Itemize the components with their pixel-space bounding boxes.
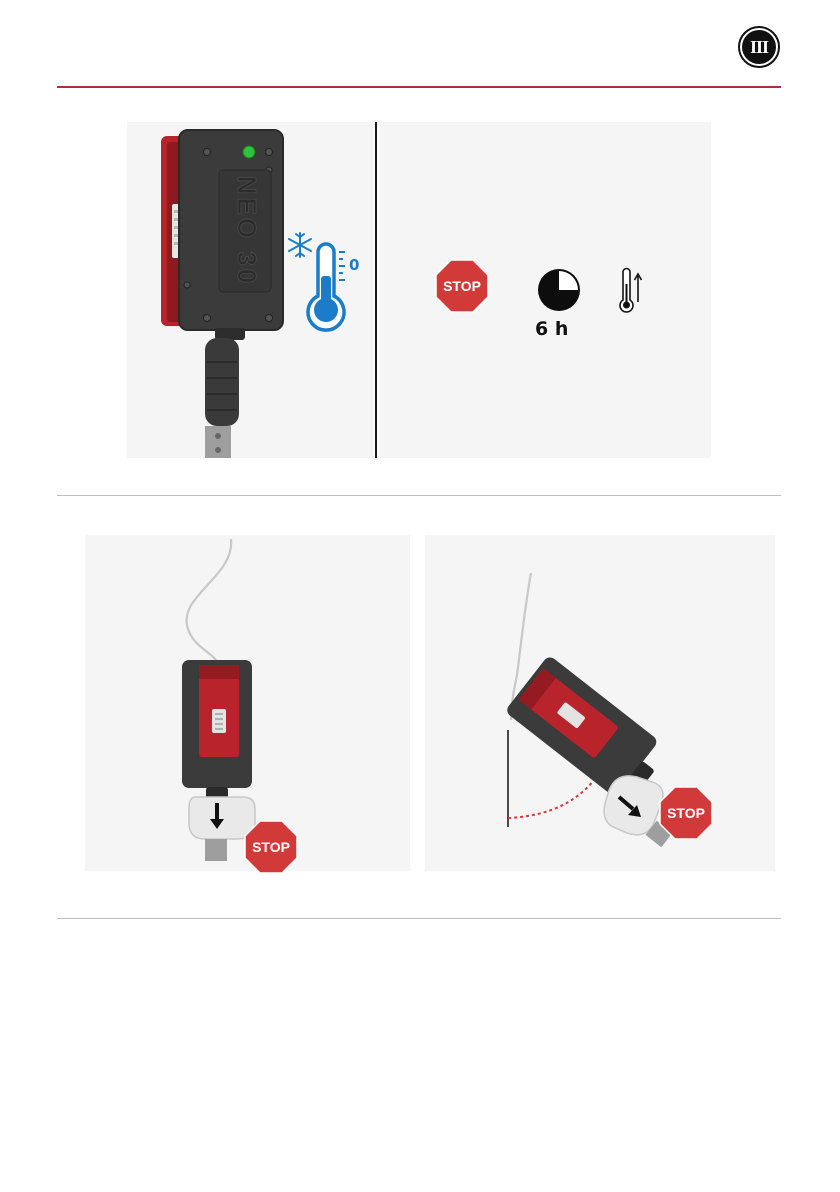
rest-instruction-panel: STOP 6 h: [380, 122, 711, 458]
snowflake-icon: [289, 233, 311, 257]
vertical-pull-panel: STOP: [85, 535, 410, 871]
clock-quarter-icon: [535, 266, 583, 314]
snowflake-thermometer-icon: 0: [285, 228, 363, 332]
stop-sign-icon: STOP: [244, 820, 298, 874]
section-divider-2: [57, 918, 781, 919]
section-number: III: [742, 30, 776, 64]
device-shaft: [205, 839, 227, 861]
device-cold-panel: NEO 30 0: [127, 122, 373, 458]
header-divider: [57, 86, 781, 88]
device-model-label: NEO 30: [232, 176, 262, 287]
temperature-zero-label: 0: [349, 256, 359, 274]
panel-separator: [375, 122, 377, 458]
stop-sign-icon: STOP: [435, 259, 489, 313]
stop-sign-text: STOP: [667, 805, 705, 821]
stop-sign-text: STOP: [443, 278, 481, 294]
power-led: [243, 146, 255, 158]
angled-pull-illustration: [425, 535, 775, 871]
stop-sign-text: STOP: [252, 839, 290, 855]
stop-sign-icon: STOP: [659, 786, 713, 840]
thermometer-rising-icon: [618, 266, 644, 314]
section-divider-1: [57, 495, 781, 496]
device-shaft: [205, 426, 231, 458]
device-handle: [205, 338, 239, 426]
angled-pull-panel: STOP: [425, 535, 775, 871]
wait-time-label: 6 h: [535, 318, 568, 340]
section-badge: III: [738, 26, 780, 68]
cable: [187, 539, 232, 663]
